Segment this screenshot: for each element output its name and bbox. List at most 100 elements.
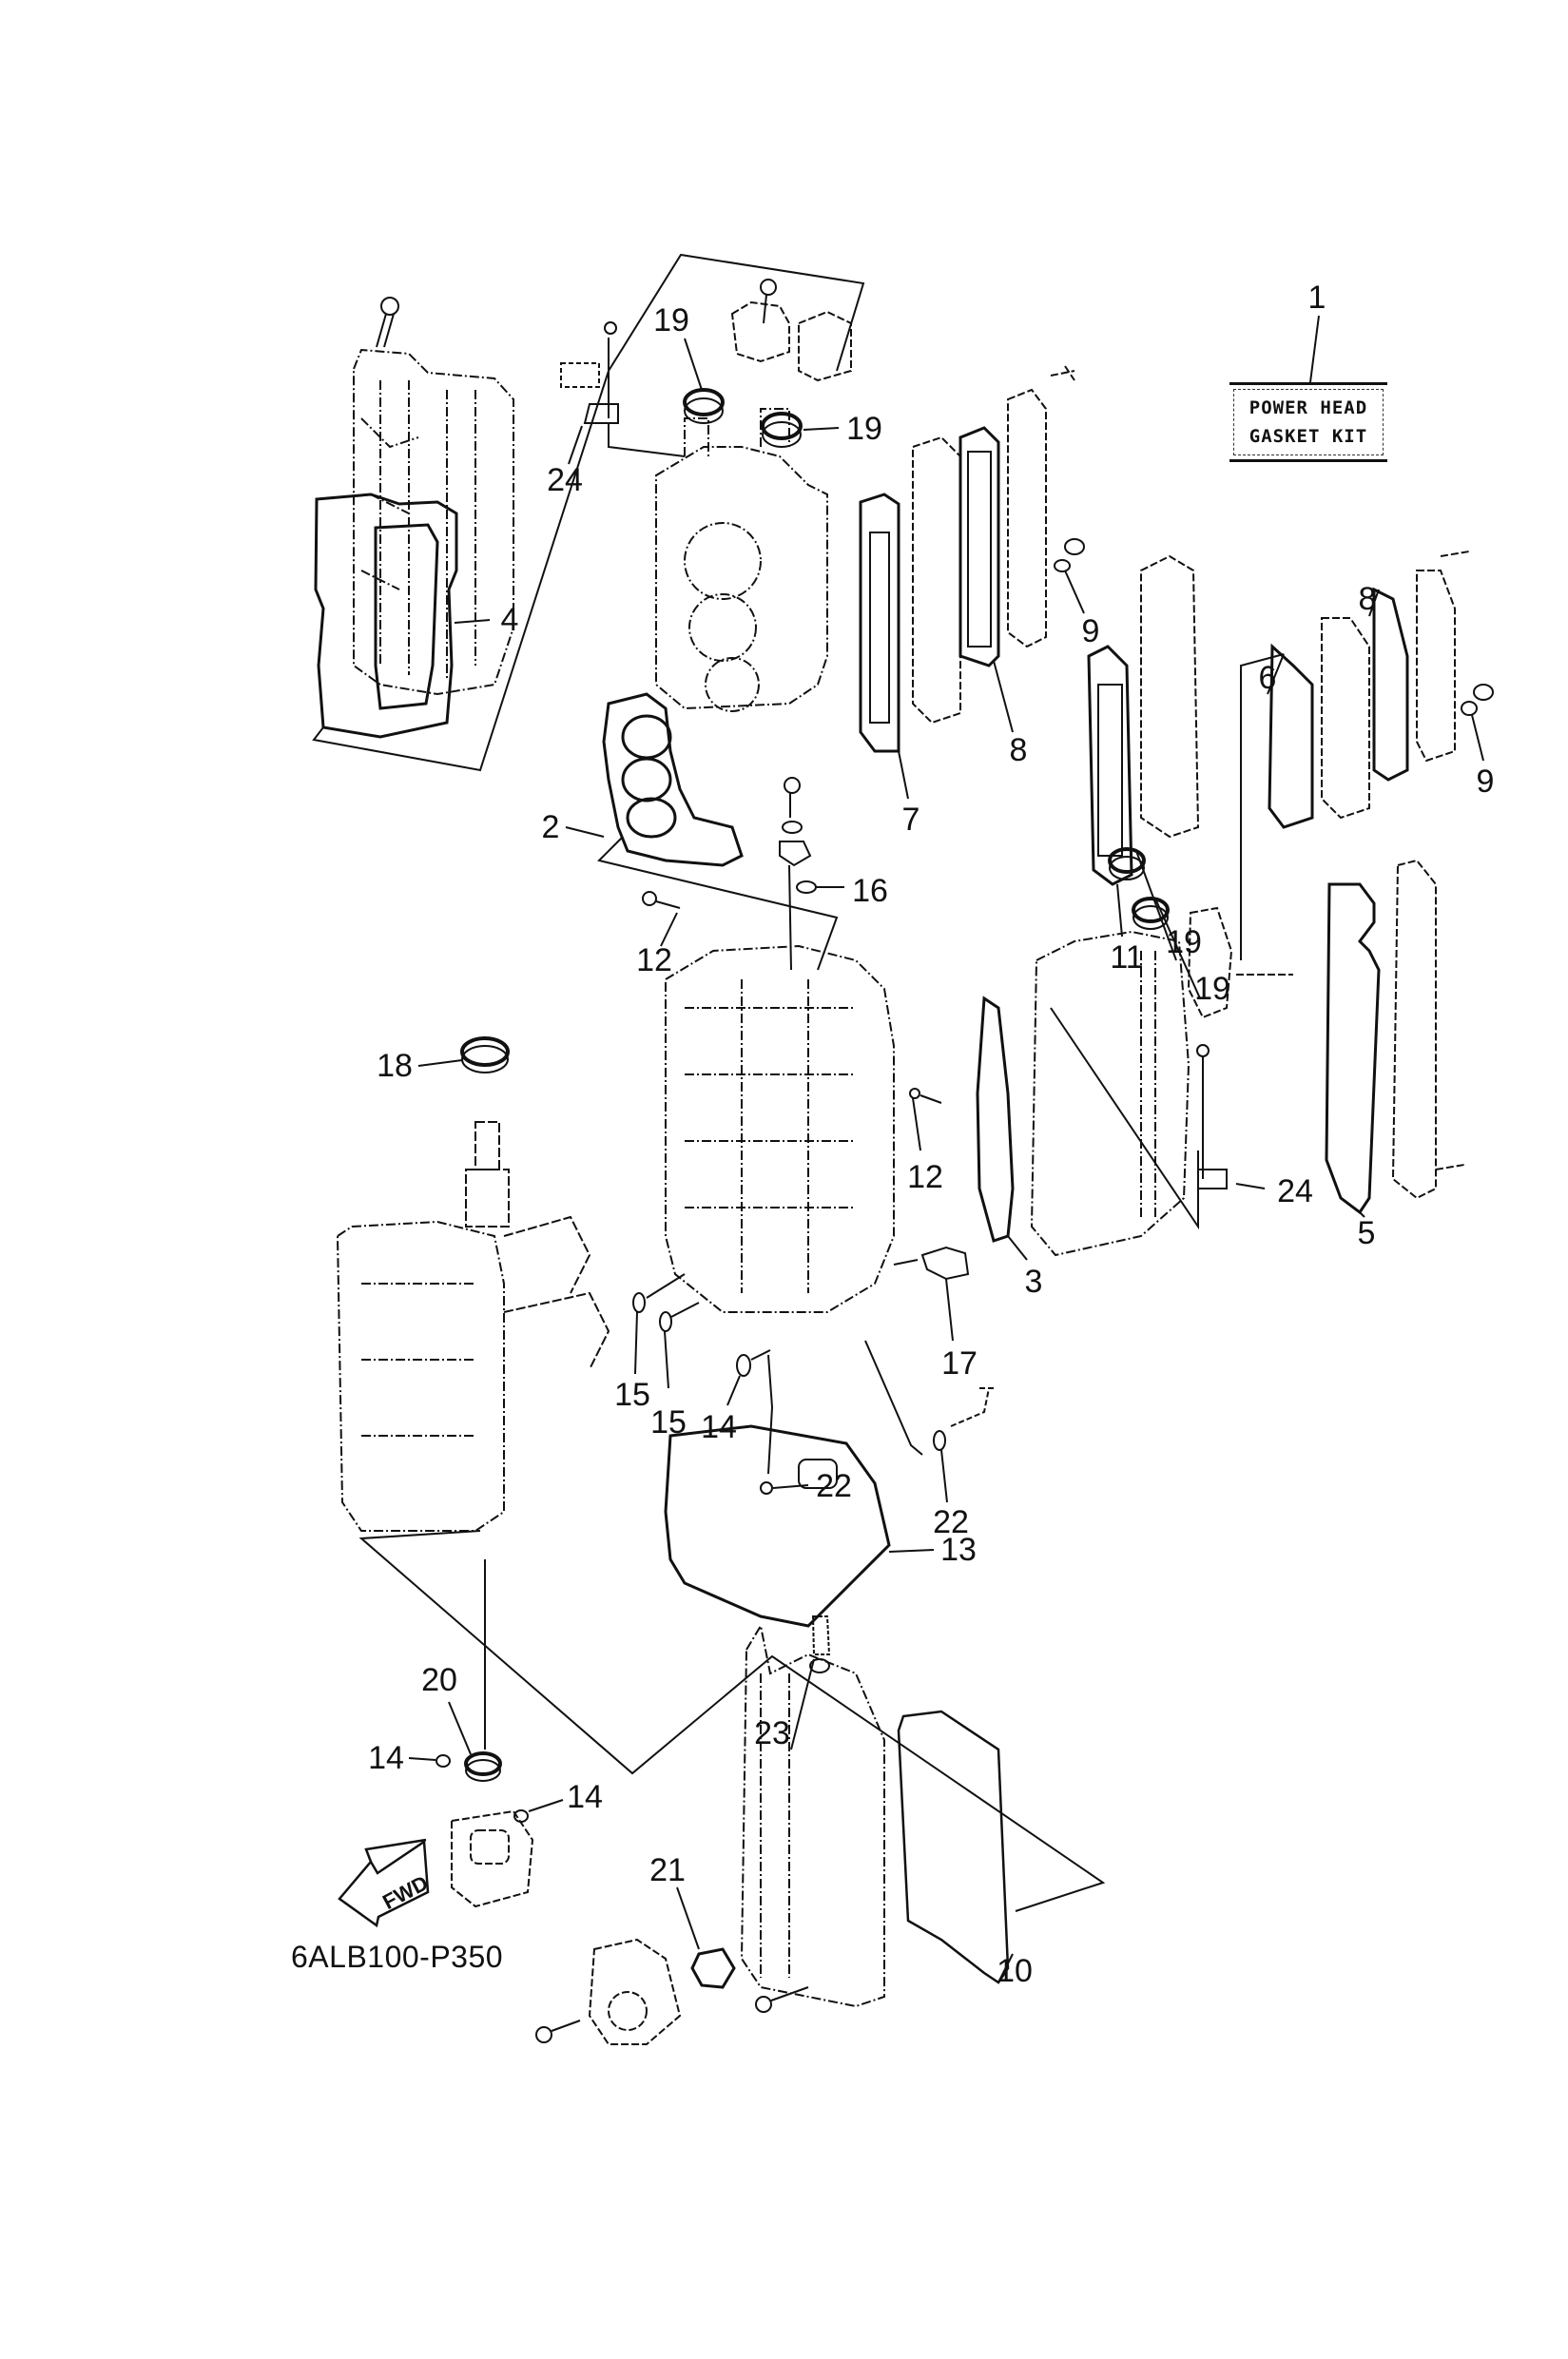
leader-19-c [1135,850,1177,961]
callout-5[interactable]: 5 [1357,1215,1376,1251]
callout-14-left[interactable]: 14 [368,1740,404,1776]
cover-8-right [1416,551,1470,763]
callout-16[interactable]: 16 [852,873,888,909]
gasket-13 [664,1424,891,1628]
callout-24-lower[interactable]: 24 [1277,1173,1313,1209]
gasket-2 [602,692,744,867]
callout-19-b[interactable]: 19 [846,411,882,447]
callout-19-d[interactable]: 19 [1194,971,1230,1007]
kit-label-line2: GASKET KIT [1249,426,1368,447]
callout-22-b[interactable]: 22 [933,1504,969,1540]
gasket-10 [897,1710,1010,1984]
leader-23 [790,1658,815,1750]
callout-15-a[interactable]: 15 [614,1377,650,1413]
fwd-label: FWD [378,1870,432,1914]
oil-strainer [809,1615,831,1673]
callout-24-top[interactable]: 24 [547,462,583,498]
oil-seal-19-b [761,412,803,448]
o-ring-15-a [632,1292,646,1313]
gasket-6 [1268,643,1314,829]
callout-19-c[interactable]: 19 [1166,924,1202,960]
gasket-3 [976,996,1015,1243]
plug-9-right [1461,684,1494,716]
oil-seal-19-d [1132,897,1170,930]
leader-19-b [803,427,840,431]
callout-18[interactable]: 18 [377,1048,413,1084]
callout-19-a[interactable]: 19 [653,302,689,338]
oil-seal-19-a [683,388,725,424]
callout-9-right[interactable]: 9 [1476,764,1495,800]
cover-7-outer [912,435,961,725]
leader-2 [565,826,605,838]
assembly-bracket-lower [1050,1007,1199,1230]
leader-3 [1007,1235,1028,1261]
o-ring-15-b [659,1311,672,1332]
leader-17 [893,1259,954,1342]
figure-code: 6ALB100-P350 [291,1940,504,1974]
leader-22-b [864,1340,948,1503]
leader-14-block [726,1349,771,1406]
callout-12-upper[interactable]: 12 [636,942,672,978]
leader-15 [634,1273,700,1389]
callout-14-block[interactable]: 14 [701,1409,737,1445]
leader-19-d [1154,898,1201,999]
o-ring-22-b [933,1430,946,1451]
hose-22 [767,1354,774,1475]
callout-15-b[interactable]: 15 [650,1404,687,1441]
kit-label-line1: POWER HEAD [1249,397,1368,418]
bolt-12-right [909,1088,942,1104]
callout-7[interactable]: 7 [901,802,920,838]
leader-4 [454,619,491,624]
oil-pump [451,1809,534,1908]
crankcase [336,1220,505,1532]
callout-21[interactable]: 21 [649,1852,686,1888]
leader-14-right [528,1799,564,1812]
callout-14-right[interactable]: 14 [567,1779,603,1815]
leader-1 [1309,315,1320,383]
callout-22-a[interactable]: 22 [816,1468,852,1504]
gasket-21 [690,1947,736,1989]
callout-11[interactable]: 11 [1110,939,1144,976]
callout-9-left[interactable]: 9 [1081,613,1100,649]
bolt-filter [535,2020,581,2043]
callout-10[interactable]: 10 [997,1953,1033,1989]
o-ring-14-block [736,1354,751,1377]
pipe-fitting [950,1387,994,1427]
callout-3[interactable]: 3 [1024,1264,1043,1300]
bolt-top-center [760,279,777,324]
oil-seal-19-c [1108,847,1146,880]
callout-20[interactable]: 20 [421,1662,457,1698]
callout-12-right[interactable]: 12 [907,1159,943,1195]
leader-6 [1240,653,1285,960]
oil-seal-18 [460,1036,510,1073]
cylinder-head-lower [1030,930,1191,1257]
callout-8-right[interactable]: 8 [1358,581,1377,617]
cover-8-left [1007,365,1075,648]
callout-6[interactable]: 6 [1258,660,1277,696]
leader-20 [448,1701,472,1755]
leader-24-lower [1235,1183,1266,1189]
gasket-8-right [1372,587,1409,782]
callout-13[interactable]: 13 [940,1532,977,1568]
callout-1[interactable]: 1 [1307,280,1326,316]
assembly-bracket-2 [597,836,839,971]
leader-10 [997,1953,1014,1983]
cylinder-head-upper [655,408,828,712]
callout-23[interactable]: 23 [754,1715,790,1751]
gasket-8-left [958,426,1000,667]
leader-24-top [568,425,583,465]
assembly-bracket-crankcase [358,1530,1106,1912]
callout-8-left[interactable]: 8 [1009,732,1028,768]
crankshaft [465,1121,610,1370]
callout-2[interactable]: 2 [541,809,560,845]
oil-filter [588,1938,682,2045]
callout-4[interactable]: 4 [500,602,519,638]
leader-19-a [684,338,703,391]
power-head-gasket-kit-box[interactable]: POWER HEAD GASKET KIT [1229,382,1387,462]
oil-pan-casing [740,1623,885,2008]
leader-11 [1116,883,1123,938]
gasket-5 [1325,882,1381,1215]
leader-14-left [408,1757,436,1761]
callout-17[interactable]: 17 [941,1345,978,1382]
